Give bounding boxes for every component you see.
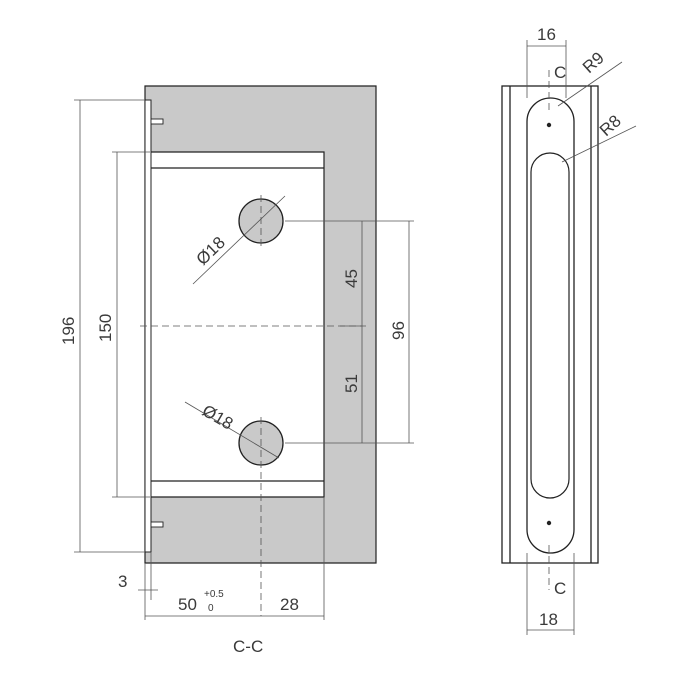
- dim-96-label: 96: [389, 321, 408, 340]
- section-view: Ø18 Ø18 45 51 96 196 150 3 50: [59, 85, 414, 656]
- dia-leader-bottom: [184, 401, 280, 459]
- screw-top: [546, 122, 552, 128]
- r8-leader: [561, 125, 637, 163]
- dim-50-tol-lower: 0: [208, 603, 214, 614]
- dim-196-label: 196: [59, 317, 78, 345]
- clip-bottom: [150, 521, 164, 528]
- inner-slot: [530, 152, 570, 499]
- dia-leader-top: [192, 195, 286, 285]
- dim-51-label: 51: [342, 374, 361, 393]
- r9-label: R9: [579, 48, 608, 77]
- dia-label-top: Ø18: [193, 233, 229, 269]
- dim-150-label: 150: [96, 314, 115, 342]
- r8-label: R8: [596, 111, 625, 140]
- dim-16-label: 16: [537, 25, 556, 44]
- dim-18-label: 18: [539, 610, 558, 629]
- dia-label-bottom: Ø18: [199, 401, 236, 434]
- section-mark-bottom: C: [554, 579, 566, 598]
- dim-3-label: 3: [118, 572, 127, 591]
- r9-leader: [557, 61, 623, 107]
- dim-50-label: 50: [178, 595, 197, 614]
- side-view: C C 16 18 R9 R8: [501, 25, 637, 635]
- screw-bottom: [546, 520, 552, 526]
- section-mark-top: C: [554, 63, 566, 82]
- dim-50-tol-upper: +0.5: [204, 589, 224, 600]
- section-label: C-C: [233, 637, 263, 656]
- clip-top: [150, 118, 164, 125]
- section-body: [144, 85, 377, 564]
- dim-28-label: 28: [280, 595, 299, 614]
- dim-45-label: 45: [342, 269, 361, 288]
